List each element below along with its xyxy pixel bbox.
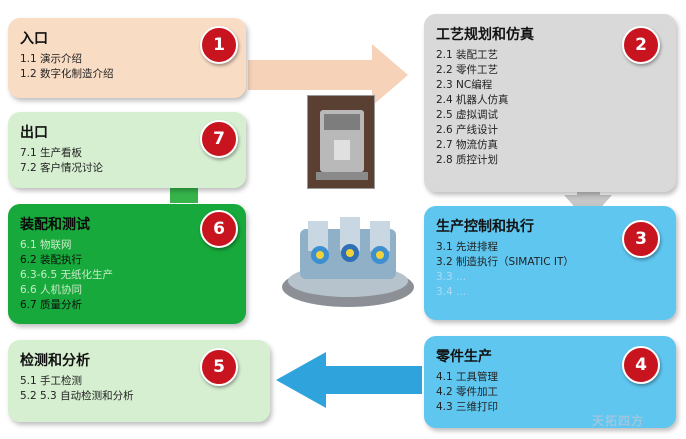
- step-4-title: 零件生产: [436, 349, 492, 365]
- step-1-title: 入口: [20, 31, 48, 47]
- assembly-station-photo: [278, 195, 418, 310]
- step-3-badge: 3: [622, 220, 660, 258]
- step-4-badge: 4: [622, 346, 660, 384]
- step-6-item: 6.7 质量分析: [20, 299, 83, 311]
- step-6-item: 6.6 人机协同: [20, 284, 83, 296]
- step-2-item: 2.6 产线设计: [436, 124, 499, 136]
- step-5-title: 检测和分析: [20, 353, 90, 369]
- step-3-title: 生产控制和执行: [436, 219, 534, 235]
- step-1-item: 1.1 演示介绍: [20, 53, 83, 65]
- step-2-item: 2.7 物流仿真: [436, 139, 499, 151]
- step-1-badge: 1: [200, 26, 238, 64]
- step-6-item: 6.3-6.5 无纸化生产: [20, 269, 114, 281]
- step-3-item: 3.2 制造执行（SIMATIC IT）: [436, 256, 574, 268]
- step-5-item: 5.2 5.3 自动检测和分析: [20, 390, 134, 402]
- step-2-title: 工艺规划和仿真: [436, 27, 534, 43]
- step-1-item: 1.2 数字化制造介绍: [20, 68, 114, 80]
- step-5-badge: 5: [200, 348, 238, 386]
- watermark-text: 天拓四方: [592, 414, 645, 428]
- step-2-item: 2.1 装配工艺: [436, 49, 499, 61]
- step-7-title: 出口: [20, 125, 48, 141]
- step-6-badge: 6: [200, 210, 238, 248]
- step-5-item: 5.1 手工检测: [20, 375, 83, 387]
- arrow-1-to-2: [248, 44, 408, 106]
- step-4-item: 4.1 工具管理: [436, 371, 499, 383]
- step-2-item: 2.8 质控计划: [436, 154, 499, 166]
- step-6-title: 装配和测试: [20, 217, 90, 233]
- step-6-item: 6.2 装配执行: [20, 254, 83, 266]
- step-2-item: 2.5 虚拟调试: [436, 109, 499, 121]
- step-4-item: 4.3 三维打印: [436, 401, 499, 413]
- step-4-item: 4.2 零件加工: [436, 386, 499, 398]
- step-7-item: 7.1 生产看板: [20, 147, 83, 159]
- step-3-item: 3.4 ...: [436, 286, 467, 298]
- step-1-entry-box: 入口 1.1 演示介绍 1.2 数字化制造介绍: [8, 18, 246, 98]
- step-7-badge: 7: [200, 120, 238, 158]
- step-2-badge: 2: [622, 26, 660, 64]
- step-2-item: 2.4 机器人仿真: [436, 94, 509, 106]
- step-6-item: 6.1 物联网: [20, 239, 72, 251]
- step-2-item: 2.3 NC编程: [436, 79, 493, 91]
- step-7-item: 7.2 客户情况讨论: [20, 162, 104, 174]
- step-3-item: 3.3 ...: [436, 271, 467, 283]
- step-2-item: 2.2 零件工艺: [436, 64, 499, 76]
- step-3-item: 3.1 先进排程: [436, 241, 499, 253]
- arrow-4-to-5: [276, 352, 422, 408]
- coffee-machine-photo: [307, 95, 375, 189]
